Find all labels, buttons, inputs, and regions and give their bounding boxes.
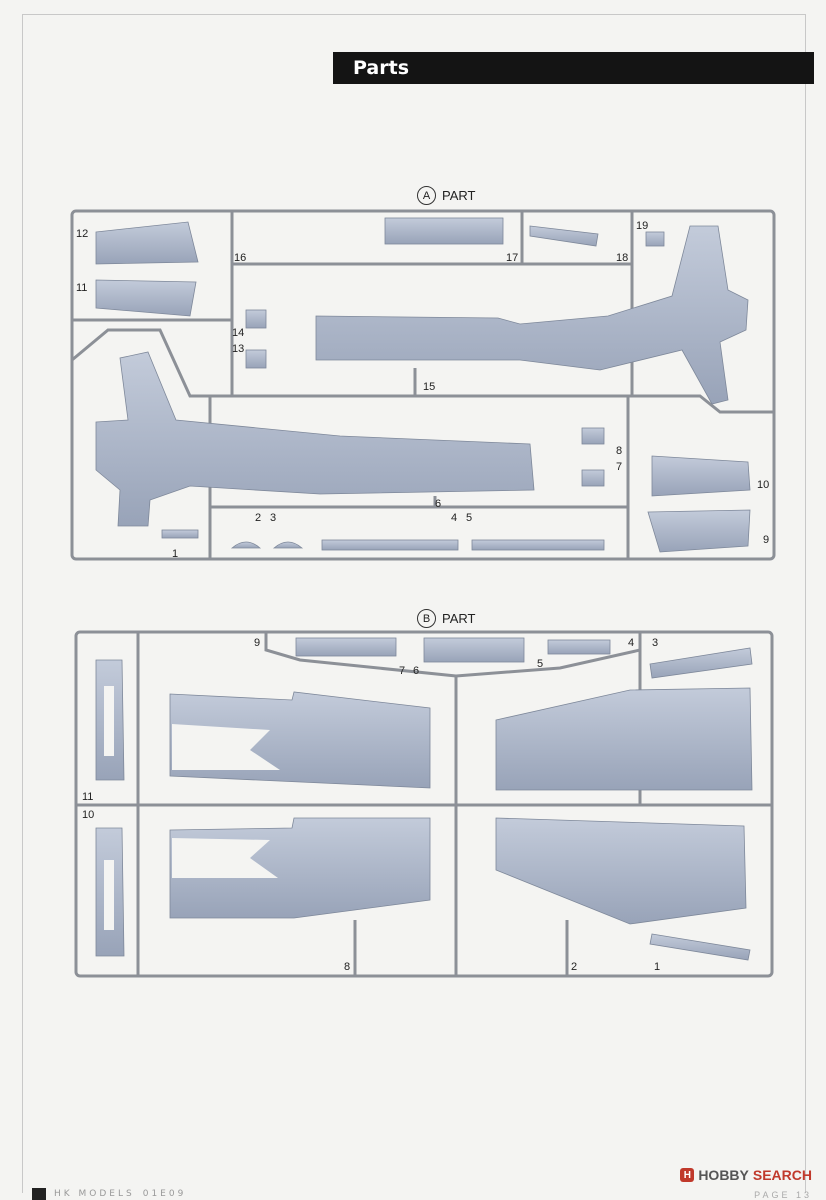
label-a17: 17 xyxy=(506,252,518,264)
part-a17 xyxy=(384,217,504,245)
part-a19 xyxy=(645,231,665,247)
footer-code: 01E09 xyxy=(142,1189,187,1199)
part-a7 xyxy=(581,469,605,487)
section-b-label: B PART xyxy=(417,609,475,628)
label-a9: 9 xyxy=(763,534,769,546)
label-b11: 11 xyxy=(82,791,93,803)
wheel-well-cutout-upper xyxy=(172,724,280,770)
label-b5: 5 xyxy=(537,658,543,670)
part-b7-6 xyxy=(423,637,525,663)
part-a3 xyxy=(272,541,304,549)
part-b1 xyxy=(649,933,751,961)
label-a15: 15 xyxy=(423,381,435,393)
section-a-label: A PART xyxy=(417,186,475,205)
section-a-letter: A xyxy=(417,186,436,205)
label-b4: 4 xyxy=(628,637,634,649)
page-number: PAGE 13 xyxy=(754,1190,812,1200)
watermark-brand-2: SEARCH xyxy=(752,1167,812,1183)
part-b2 xyxy=(495,817,747,925)
part-a6-fuselage-half xyxy=(95,351,535,527)
part-a4 xyxy=(321,539,459,551)
label-a16: 16 xyxy=(234,252,246,264)
label-a1: 1 xyxy=(172,548,178,560)
label-a19: 19 xyxy=(636,220,648,232)
part-a1 xyxy=(161,529,199,539)
label-a13: 13 xyxy=(232,343,244,355)
part-a12 xyxy=(95,221,199,265)
section-b-text: PART xyxy=(442,611,476,626)
footer-left: HK MODELS 01E09 xyxy=(32,1188,186,1200)
section-b-letter: B xyxy=(417,609,436,628)
label-a11: 11 xyxy=(76,282,87,294)
part-a14 xyxy=(245,309,267,329)
part-b3 xyxy=(649,647,753,679)
label-b1: 1 xyxy=(654,961,660,973)
label-a2: 2 xyxy=(255,512,261,524)
part-b-wing-upper-right xyxy=(495,687,753,791)
label-a8: 8 xyxy=(616,445,622,457)
label-a12: 12 xyxy=(76,228,88,240)
footer-brand: HK MODELS xyxy=(54,1189,135,1199)
label-b3: 3 xyxy=(652,637,658,649)
part-a9 xyxy=(647,509,751,553)
part-a15-fuselage-half xyxy=(315,225,749,405)
part-a18 xyxy=(529,225,599,247)
label-a18: 18 xyxy=(616,252,628,264)
header-bar: Parts xyxy=(333,52,814,84)
label-a4: 4 xyxy=(451,512,457,524)
section-a-text: PART xyxy=(442,188,476,203)
label-b8: 8 xyxy=(344,961,350,973)
sprue-a-frame xyxy=(70,209,776,561)
page-border xyxy=(22,14,806,1193)
slot-upper xyxy=(104,686,114,756)
hobbysearch-icon: H xyxy=(680,1168,695,1182)
part-a13 xyxy=(245,349,267,369)
wheel-well-cutout-lower xyxy=(172,838,278,878)
label-a14: 14 xyxy=(232,327,244,339)
hk-logo-icon xyxy=(32,1188,46,1200)
part-a8 xyxy=(581,427,605,445)
label-a5: 5 xyxy=(466,512,472,524)
part-b5 xyxy=(547,639,611,655)
watermark-brand: HOBBY xyxy=(698,1167,749,1183)
part-a11 xyxy=(95,279,197,317)
label-b7: 7 xyxy=(399,665,405,677)
label-a3: 3 xyxy=(270,512,276,524)
label-b6: 6 xyxy=(413,665,419,677)
part-a2 xyxy=(230,541,262,549)
label-a6: 6 xyxy=(435,498,441,510)
label-a7: 7 xyxy=(616,461,622,473)
part-b9 xyxy=(295,637,397,657)
part-a10 xyxy=(651,455,751,497)
label-a10: 10 xyxy=(757,479,769,491)
page-title: Parts xyxy=(353,57,409,79)
slot-lower xyxy=(104,860,114,930)
label-b2: 2 xyxy=(571,961,577,973)
part-a5 xyxy=(471,539,605,551)
label-b10: 10 xyxy=(82,809,94,821)
label-b9: 9 xyxy=(254,637,260,649)
